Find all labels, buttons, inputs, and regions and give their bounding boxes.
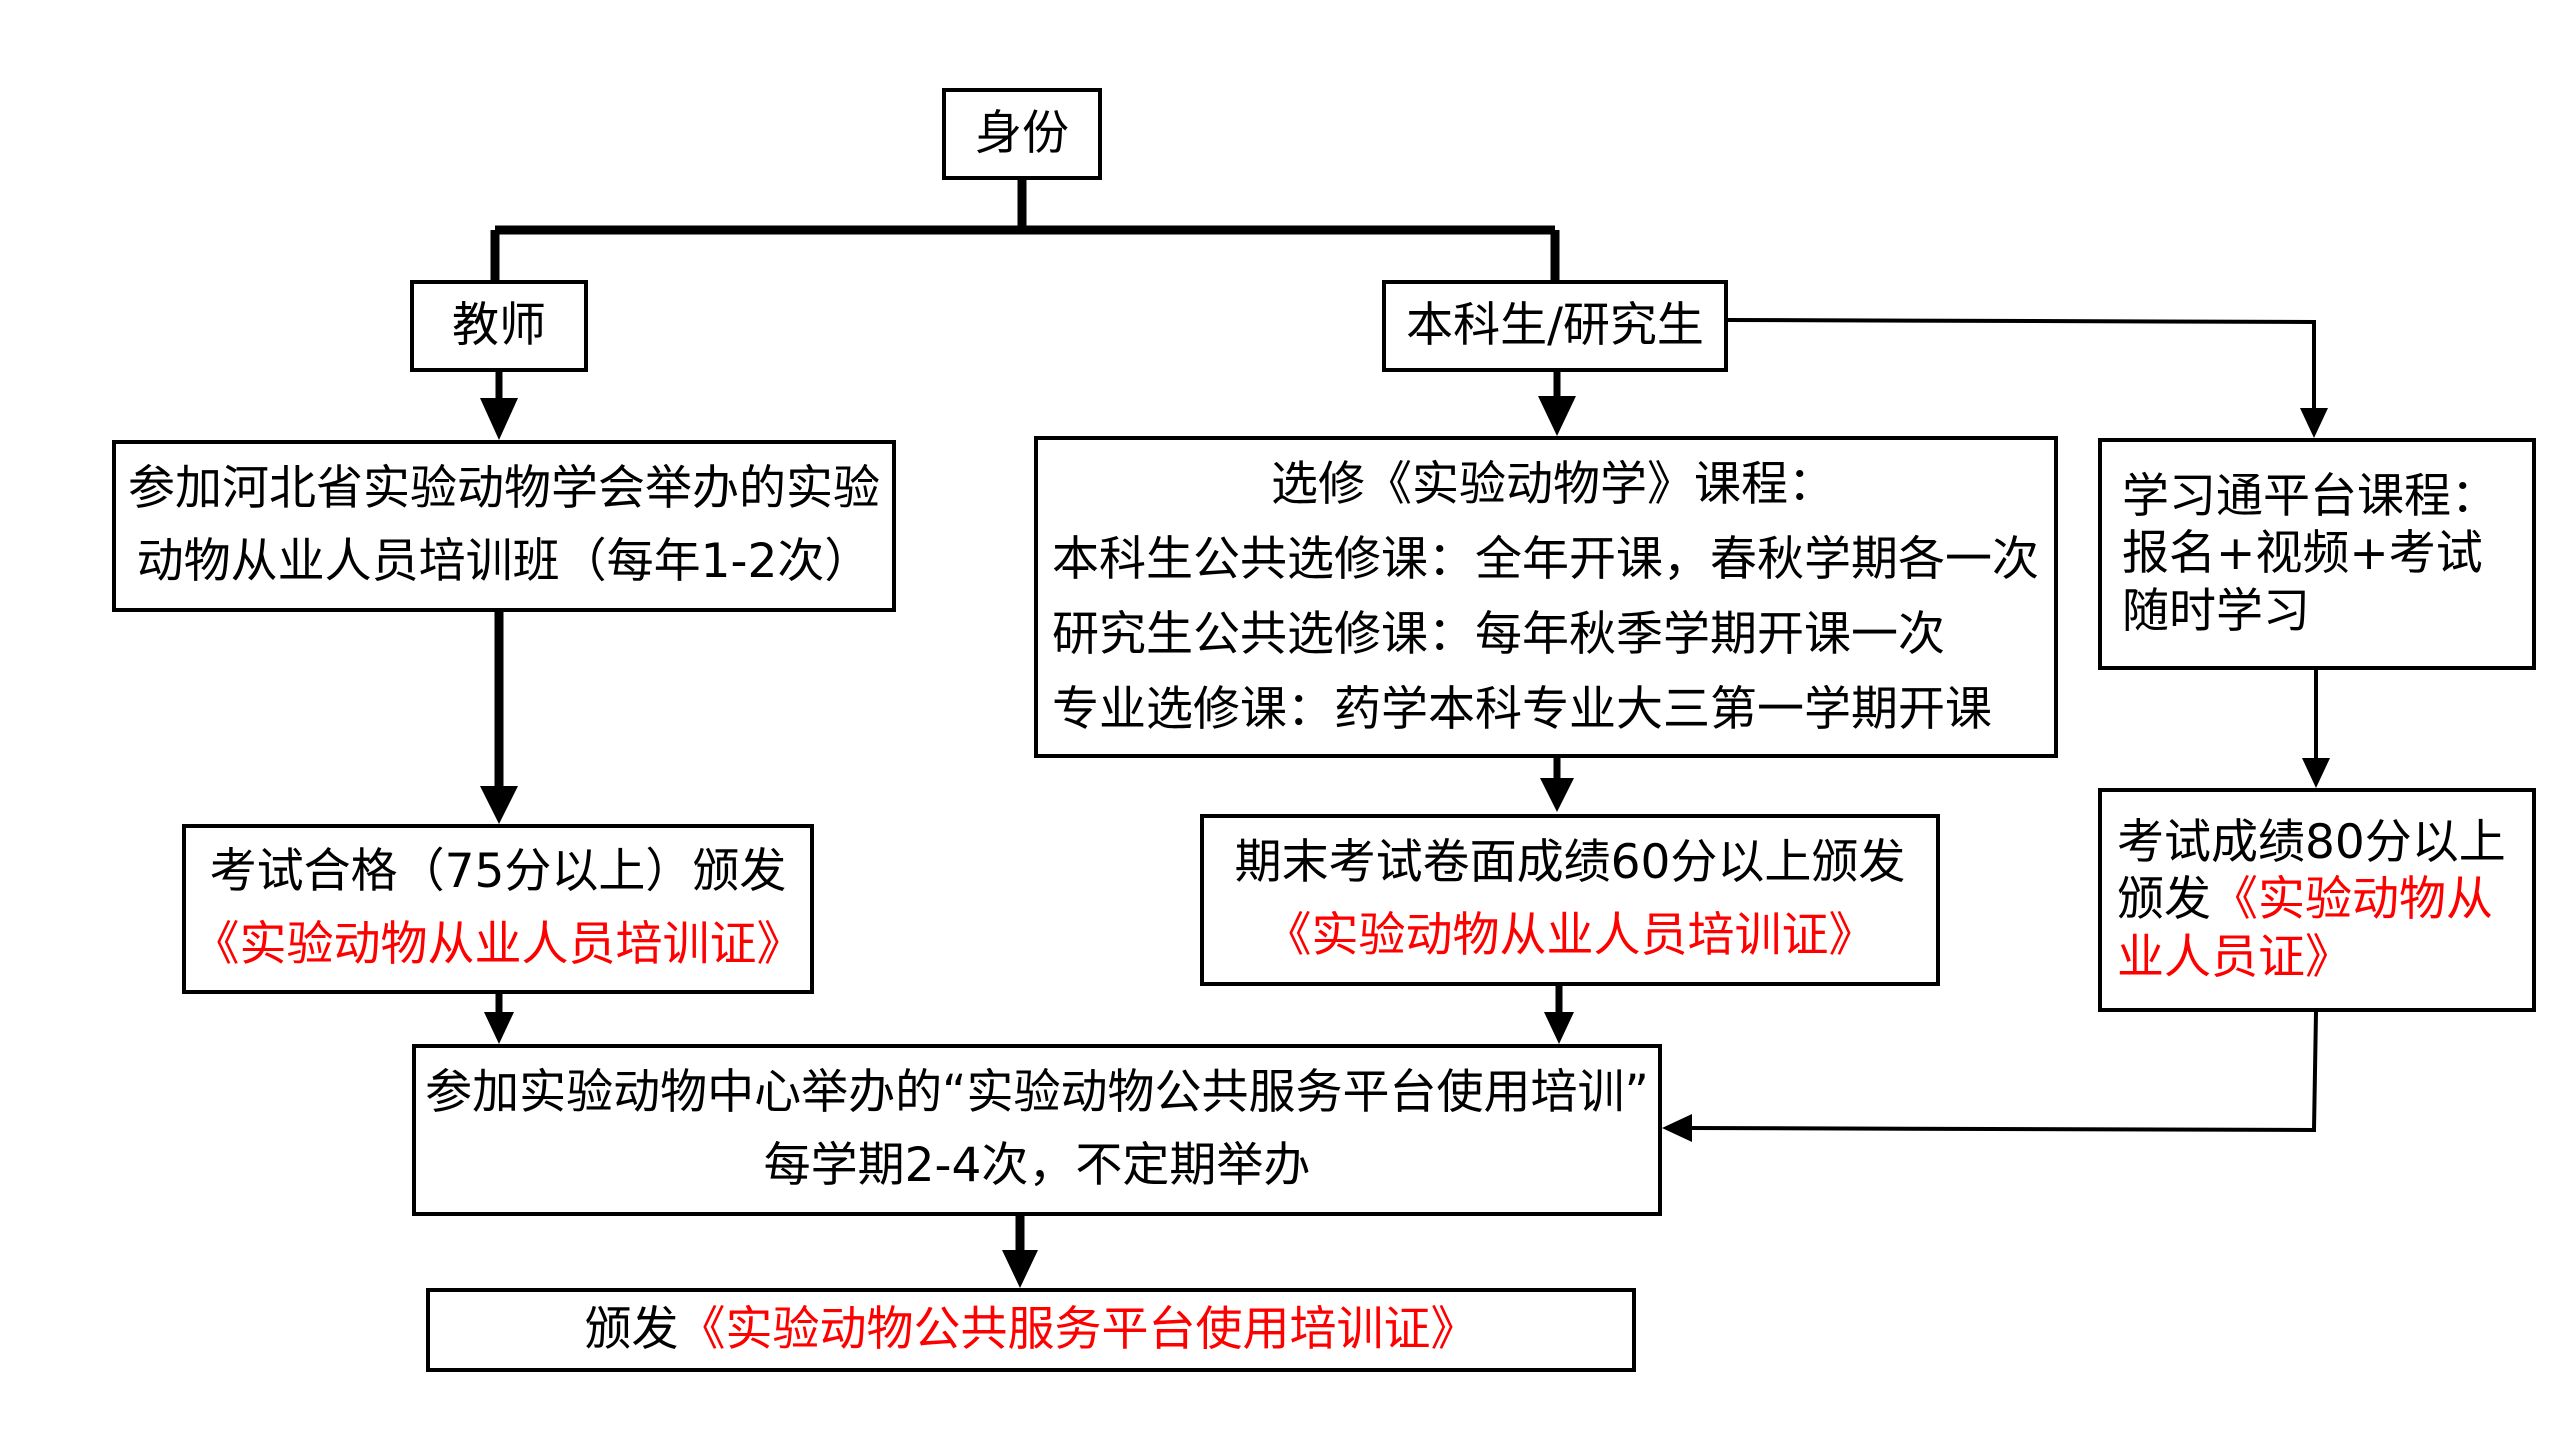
- node-teacher-cert: 考试合格（75分以上）颁发 《实验动物从业人员培训证》: [182, 824, 814, 994]
- online-cert-prefix: 考试成绩80分以上颁发: [2117, 815, 2506, 928]
- student-course-line3: 专业选修课：药学本科专业大三第一学期开课: [1052, 682, 1992, 738]
- node-identity-label: 身份: [975, 105, 1069, 161]
- node-final-cert: 颁发《实验动物公共服务平台使用培训证》: [426, 1288, 1636, 1372]
- arrowhead-center-final: [1002, 1250, 1038, 1288]
- arrowhead-student-online: [2300, 408, 2328, 438]
- node-student-cert: 期末考试卷面成绩60分以上颁发 《实验动物从业人员培训证》: [1200, 814, 1940, 986]
- arrowhead-scert-center: [1544, 1012, 1574, 1044]
- arrowhead-student-course: [1538, 396, 1576, 436]
- node-teacher-training: 参加河北省实验动物学会举办的实验 动物从业人员培训班（每年1-2次）: [112, 440, 896, 612]
- final-cert-title: 《实验动物公共服务平台使用培训证》: [678, 1301, 1478, 1357]
- node-center-training: 参加实验动物中心举办的“实验动物公共服务平台使用培训” 每学期2-4次，不定期举…: [412, 1044, 1662, 1216]
- edge-student-online: [1727, 318, 2316, 410]
- arrowhead-online-cert: [2302, 758, 2330, 788]
- teacher-cert-title: 《实验动物从业人员培训证》: [192, 917, 804, 972]
- arrowhead-ocert-center: [1662, 1114, 1692, 1142]
- node-student-label: 本科生/研究生: [1406, 297, 1704, 353]
- node-teacher: 教师: [410, 280, 588, 372]
- student-cert-title: 《实验动物从业人员培训证》: [1264, 908, 1876, 963]
- teacher-training-line2: 动物从业人员培训班（每年1-2次）: [136, 534, 872, 589]
- online-cert-title: 《实验动物从业人员证》: [2117, 872, 2493, 985]
- student-course-title: 选修《实验动物学》课程：: [1271, 456, 1835, 512]
- arrowhead-teacher-training: [480, 398, 518, 440]
- student-course-line1: 本科生公共选修课：全年开课，春秋学期各一次: [1052, 531, 2039, 587]
- edge-identity-split: [495, 180, 1555, 235]
- arrowhead-training-cert: [480, 786, 518, 824]
- online-course-line2: 报名+视频+考试: [2122, 526, 2483, 582]
- node-student: 本科生/研究生: [1382, 280, 1728, 372]
- arrowhead-tcert-center: [484, 1012, 514, 1044]
- online-course-line3: 随时学习: [2122, 583, 2310, 639]
- node-teacher-label: 教师: [452, 297, 546, 353]
- node-online-cert: 考试成绩80分以上颁发《实验动物从业人员证》: [2098, 788, 2536, 1012]
- student-course-line2: 研究生公共选修课：每年秋季学期开课一次: [1052, 607, 1945, 662]
- center-training-line1: 参加实验动物中心举办的“实验动物公共服务平台使用培训”: [425, 1065, 1649, 1121]
- online-cert-text: 考试成绩80分以上颁发《实验动物从业人员证》: [2117, 814, 2517, 986]
- teacher-training-line1: 参加河北省实验动物学会举办的实验: [128, 461, 880, 517]
- node-online-course: 学习通平台课程： 报名+视频+考试 随时学习: [2098, 438, 2536, 670]
- teacher-cert-line1: 考试合格（75分以上）颁发: [209, 844, 787, 900]
- node-identity: 身份: [942, 88, 1102, 180]
- edge-ocert-center: [1689, 1011, 2318, 1133]
- online-course-line1: 学习通平台课程：: [2122, 469, 2498, 524]
- center-training-line2: 每学期2-4次，不定期举办: [763, 1138, 1311, 1193]
- final-cert-prefix: 颁发: [584, 1301, 679, 1357]
- student-cert-line1: 期末考试卷面成绩60分以上颁发: [1234, 835, 1906, 891]
- final-cert-text: 颁发《实验动物公共服务平台使用培训证》: [585, 1294, 1478, 1367]
- arrowhead-course-cert: [1540, 778, 1574, 812]
- node-student-course: 选修《实验动物学》课程： 本科生公共选修课：全年开课，春秋学期各一次 研究生公共…: [1034, 436, 2058, 758]
